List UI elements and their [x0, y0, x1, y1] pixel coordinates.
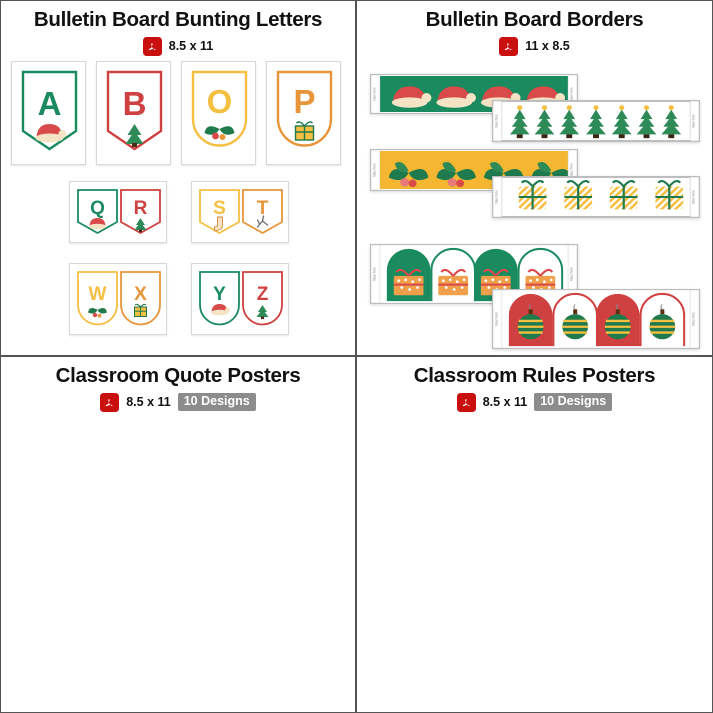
- svg-text:W: W: [89, 284, 107, 305]
- page-title: Classroom Quote Posters: [55, 364, 301, 387]
- border-strip-gift[interactable]: Glue here Glue here: [492, 176, 700, 218]
- svg-text:Glue here: Glue here: [569, 87, 573, 101]
- quote-posters-stage: You BELONG HERE Our VOICES MATTER: [1, 357, 355, 712]
- borders-stage: Glue here Glue here: [357, 1, 712, 355]
- svg-text:Z: Z: [257, 284, 269, 305]
- bunting-letter-O: O: [189, 69, 250, 159]
- svg-text:Glue here: Glue here: [691, 114, 695, 128]
- svg-text:Glue here: Glue here: [372, 267, 376, 281]
- designs-count-badge: 10 Designs: [534, 392, 613, 412]
- bunting-letter-A: A: [19, 69, 80, 159]
- dimensions-label: 11 x 8.5: [525, 39, 570, 54]
- bunting-letter-R: R: [119, 188, 162, 238]
- bunting-letter-T: T: [241, 188, 284, 238]
- quadrant-bunting-letters[interactable]: Bulletin Board Bunting Letters 8.5 x 11 …: [0, 0, 356, 356]
- bunting-letter-P: P: [274, 69, 335, 159]
- svg-text:Glue here: Glue here: [569, 163, 573, 177]
- quadrant-header: Bulletin Board Borders 11 x 8.5: [357, 1, 712, 56]
- quadrant-header: Bulletin Board Bunting Letters 8.5 x 11: [1, 1, 355, 56]
- svg-text:Glue here: Glue here: [691, 190, 695, 204]
- svg-text:Glue here: Glue here: [494, 114, 498, 128]
- file-meta: 8.5 x 11 10 Designs: [1, 392, 355, 412]
- file-meta: 11 x 8.5: [357, 36, 712, 56]
- file-meta: 8.5 x 11 10 Designs: [357, 392, 712, 412]
- pdf-icon: [142, 36, 162, 56]
- quadrant-rules-posters[interactable]: Classroom Rules Posters 8.5 x 11 10 Desi…: [356, 356, 713, 713]
- svg-text:Glue here: Glue here: [494, 190, 498, 204]
- bunting-letter-Q: Q: [76, 188, 119, 238]
- bunting-sheet[interactable]: S T: [191, 181, 289, 243]
- pdf-icon: [499, 36, 519, 56]
- svg-text:O: O: [207, 83, 233, 120]
- pdf-icon: [456, 392, 476, 412]
- border-strip-red-arch-ornament[interactable]: Glue here Glue here: [492, 289, 700, 349]
- quadrant-quote-posters[interactable]: Classroom Quote Posters 8.5 x 11 10 Desi…: [0, 356, 356, 713]
- border-strip-holly[interactable]: Glue here Glue here: [370, 149, 578, 191]
- svg-text:Y: Y: [213, 284, 226, 305]
- bunting-letter-Y: Y: [198, 270, 241, 328]
- svg-text:S: S: [213, 198, 226, 219]
- dimensions-label: 8.5 x 11: [168, 39, 214, 54]
- svg-text:Glue here: Glue here: [494, 312, 498, 326]
- svg-text:Q: Q: [90, 198, 105, 219]
- bunting-sheet[interactable]: W X: [69, 263, 167, 335]
- bunting-letter-B: B: [104, 69, 165, 159]
- svg-text:Glue here: Glue here: [372, 163, 376, 177]
- page-title: Bulletin Board Bunting Letters: [33, 8, 323, 31]
- svg-text:T: T: [257, 198, 269, 219]
- bunting-letter-W: W: [76, 270, 119, 328]
- designs-count-badge: 10 Designs: [177, 392, 256, 412]
- quadrant-header: Classroom Quote Posters 8.5 x 11 10 Desi…: [1, 357, 355, 412]
- quadrant-header: Classroom Rules Posters 8.5 x 11 10 Desi…: [357, 357, 712, 412]
- svg-text:Glue here: Glue here: [372, 87, 376, 101]
- bunting-sheet[interactable]: O: [181, 61, 256, 165]
- pdf-icon: [100, 392, 120, 412]
- svg-text:P: P: [293, 83, 315, 120]
- bunting-letter-X: X: [119, 270, 162, 328]
- quadrant-borders[interactable]: Bulletin Board Borders 11 x 8.5: [356, 0, 713, 356]
- bunting-letter-Z: Z: [241, 270, 284, 328]
- page-title: Bulletin Board Borders: [425, 8, 644, 31]
- file-meta: 8.5 x 11: [1, 36, 355, 56]
- svg-text:B: B: [123, 85, 147, 122]
- bunting-letter-S: S: [198, 188, 241, 238]
- page-title: Classroom Rules Posters: [413, 364, 656, 387]
- rules-posters-stage: Be READY To LEARN Follow INSTRUCTIONS A: [357, 357, 712, 712]
- bunting-sheet[interactable]: A: [11, 61, 86, 165]
- border-strip-santa-hat[interactable]: Glue here Glue here: [370, 74, 578, 114]
- dimensions-label: 8.5 x 11: [482, 395, 528, 410]
- bunting-sheet[interactable]: P: [266, 61, 341, 165]
- svg-text:Glue here: Glue here: [692, 312, 696, 326]
- bunting-stage: A B O P Q: [1, 1, 355, 355]
- dimensions-label: 8.5 x 11: [126, 395, 171, 410]
- svg-text:X: X: [134, 284, 147, 305]
- svg-text:Glue here: Glue here: [570, 267, 574, 281]
- bunting-sheet[interactable]: B: [96, 61, 171, 165]
- bunting-sheet[interactable]: Y Z: [191, 263, 289, 335]
- border-strip-tree[interactable]: Glue here Glue here: [492, 100, 700, 142]
- bunting-sheet[interactable]: Q R: [69, 181, 167, 243]
- svg-text:A: A: [38, 85, 62, 122]
- svg-text:R: R: [134, 198, 148, 219]
